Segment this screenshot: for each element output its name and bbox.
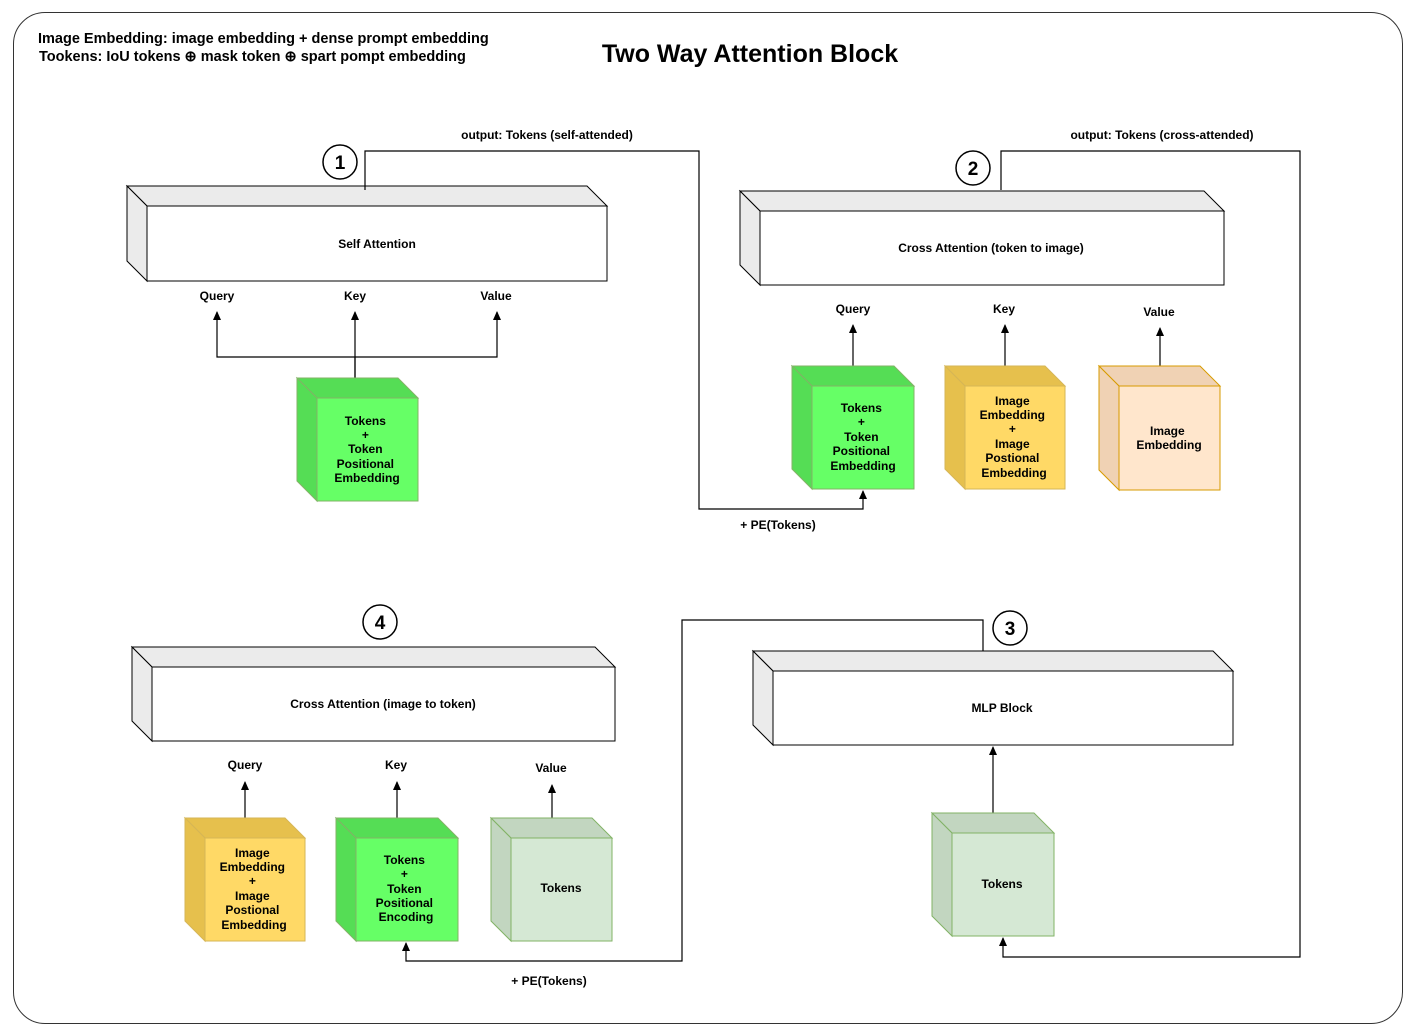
tokens-pos-embedding-cube-1: Tokens + Token Positional Embedding bbox=[295, 376, 420, 503]
cube2k-line3: + bbox=[1009, 422, 1016, 436]
self-key-label: Key bbox=[344, 289, 366, 303]
self-attention-block: Self Attention bbox=[125, 184, 609, 283]
tokens-pos-encoding-cube-4: Tokens + Token Positional Encoding bbox=[334, 816, 460, 943]
cube2v-line1: Image bbox=[1150, 424, 1185, 438]
svg-text:Tokens + Token: Tokens + Token Positional Embedding bbox=[830, 401, 895, 473]
cross2-key-label: Key bbox=[993, 302, 1015, 316]
cube2v-line2: Embedding bbox=[1136, 438, 1201, 452]
step-1-number: 1 bbox=[335, 153, 346, 174]
cube2q-line1: Tokens bbox=[841, 401, 882, 415]
self-value-label: Value bbox=[480, 289, 512, 303]
pe-tokens-label-1: + PE(Tokens) bbox=[740, 518, 815, 532]
cross-attention-image-to-token-block: Cross Attention (image to token) bbox=[130, 645, 617, 743]
cross-token-to-image-label: Cross Attention (token to image) bbox=[898, 241, 1084, 255]
image-pos-embedding-cube-2: Image Embedding + Image Postional Embedd… bbox=[943, 364, 1067, 491]
cross4-input-arrows bbox=[241, 781, 556, 818]
cube4q-line6: Embedding bbox=[221, 918, 286, 932]
cross-image-to-token-label: Cross Attention (image to token) bbox=[290, 697, 476, 711]
cube4q-line5: Postional bbox=[225, 903, 279, 917]
self-query-label: Query bbox=[200, 289, 235, 303]
legend-note-tokens: Tookens: IoU tokens ⊕ mask token ⊕ spart… bbox=[39, 49, 466, 65]
cube4q-line1: Image bbox=[235, 846, 270, 860]
cube2q-line5: Embedding bbox=[830, 459, 895, 473]
cube4q-line2: Embedding bbox=[220, 860, 285, 874]
pe-tokens-label-2: + PE(Tokens) bbox=[511, 974, 586, 988]
tokens-cube-4: Tokens bbox=[489, 816, 614, 943]
cube2k-line1: Image bbox=[995, 394, 1030, 408]
cross-attended-output-path bbox=[999, 150, 1301, 958]
cross4-query-label: Query bbox=[228, 758, 263, 772]
cube1-line3: Token bbox=[348, 442, 382, 456]
cross2-value-label: Value bbox=[1143, 305, 1175, 319]
cube2k-line6: Embedding bbox=[981, 466, 1046, 480]
self-attended-output-label: output: Tokens (self-attended) bbox=[461, 128, 633, 142]
cube2k-line5: Postional bbox=[985, 451, 1039, 465]
mlp-block-label: MLP Block bbox=[971, 701, 1032, 715]
cross2-query-label: Query bbox=[836, 302, 871, 316]
cube4v-label: Tokens bbox=[540, 881, 581, 895]
mlp-output-path bbox=[402, 619, 984, 962]
step-3-number: 3 bbox=[1005, 619, 1016, 640]
step-1-badge: 1 bbox=[322, 144, 358, 180]
cube4k-line1: Tokens bbox=[384, 853, 425, 867]
svg-text:Image Embedding +: Image Embedding + Image Postional Embedd… bbox=[980, 394, 1049, 480]
image-pos-embedding-cube-4: Image Embedding + Image Postional Embedd… bbox=[183, 816, 307, 943]
mlp-block: MLP Block bbox=[751, 649, 1235, 747]
tokens-pos-embedding-cube-2: Tokens + Token Positional Embedding bbox=[790, 364, 916, 491]
step-2-badge: 2 bbox=[955, 150, 991, 186]
cube1-line4: Positional bbox=[337, 457, 394, 471]
cube1-line1: Tokens bbox=[345, 414, 386, 428]
cube2q-line2: + bbox=[858, 415, 865, 429]
cube4q-line4: Image bbox=[235, 889, 270, 903]
cube3-label: Tokens bbox=[981, 877, 1022, 891]
cross2-input-arrows bbox=[849, 324, 1164, 366]
cube2q-line3: Token bbox=[844, 430, 878, 444]
svg-text:Tokens + Token: Tokens + Token Positional Encoding bbox=[376, 853, 437, 924]
step-3-badge: 3 bbox=[992, 610, 1028, 646]
cube2k-line2: Embedding bbox=[980, 408, 1045, 422]
cube1-line2: + bbox=[362, 428, 369, 442]
cube1-line5: Embedding bbox=[334, 471, 399, 485]
step-4-number: 4 bbox=[375, 613, 386, 634]
svg-text:Image Embedding: Image Embedding bbox=[1136, 424, 1201, 452]
cube4k-line4: Positional bbox=[376, 896, 433, 910]
self-attention-input-arrows bbox=[213, 311, 501, 378]
tokens-cube-3: Tokens bbox=[930, 811, 1056, 938]
self-attention-label: Self Attention bbox=[338, 237, 416, 251]
cross-attended-output-label: output: Tokens (cross-attended) bbox=[1070, 128, 1253, 142]
cross-attention-token-to-image-block: Cross Attention (token to image) bbox=[738, 189, 1226, 287]
step-4-badge: 4 bbox=[362, 604, 398, 640]
page-title: Two Way Attention Block bbox=[601, 40, 899, 68]
cube2k-line4: Image bbox=[995, 437, 1030, 451]
svg-text:Tokens + Token: Tokens + Token Positional Embedding bbox=[334, 414, 399, 485]
svg-text:Image Embedding +: Image Embedding + Image Postional Embedd… bbox=[220, 846, 289, 932]
legend-note-embedding: Image Embedding: image embedding + dense… bbox=[38, 31, 489, 47]
cross4-key-label: Key bbox=[385, 758, 407, 772]
image-embedding-cube-2: Image Embedding bbox=[1097, 364, 1222, 492]
cube4k-line3: Token bbox=[387, 882, 421, 896]
diagram-frame bbox=[13, 12, 1403, 1024]
cube4k-line5: Encoding bbox=[379, 910, 434, 924]
cross4-value-label: Value bbox=[535, 761, 567, 775]
cube4q-line3: + bbox=[249, 874, 256, 888]
step-2-number: 2 bbox=[968, 159, 979, 180]
self-attended-output-path bbox=[364, 150, 867, 510]
cube2q-line4: Positional bbox=[833, 444, 890, 458]
cube4k-line2: + bbox=[401, 867, 408, 881]
